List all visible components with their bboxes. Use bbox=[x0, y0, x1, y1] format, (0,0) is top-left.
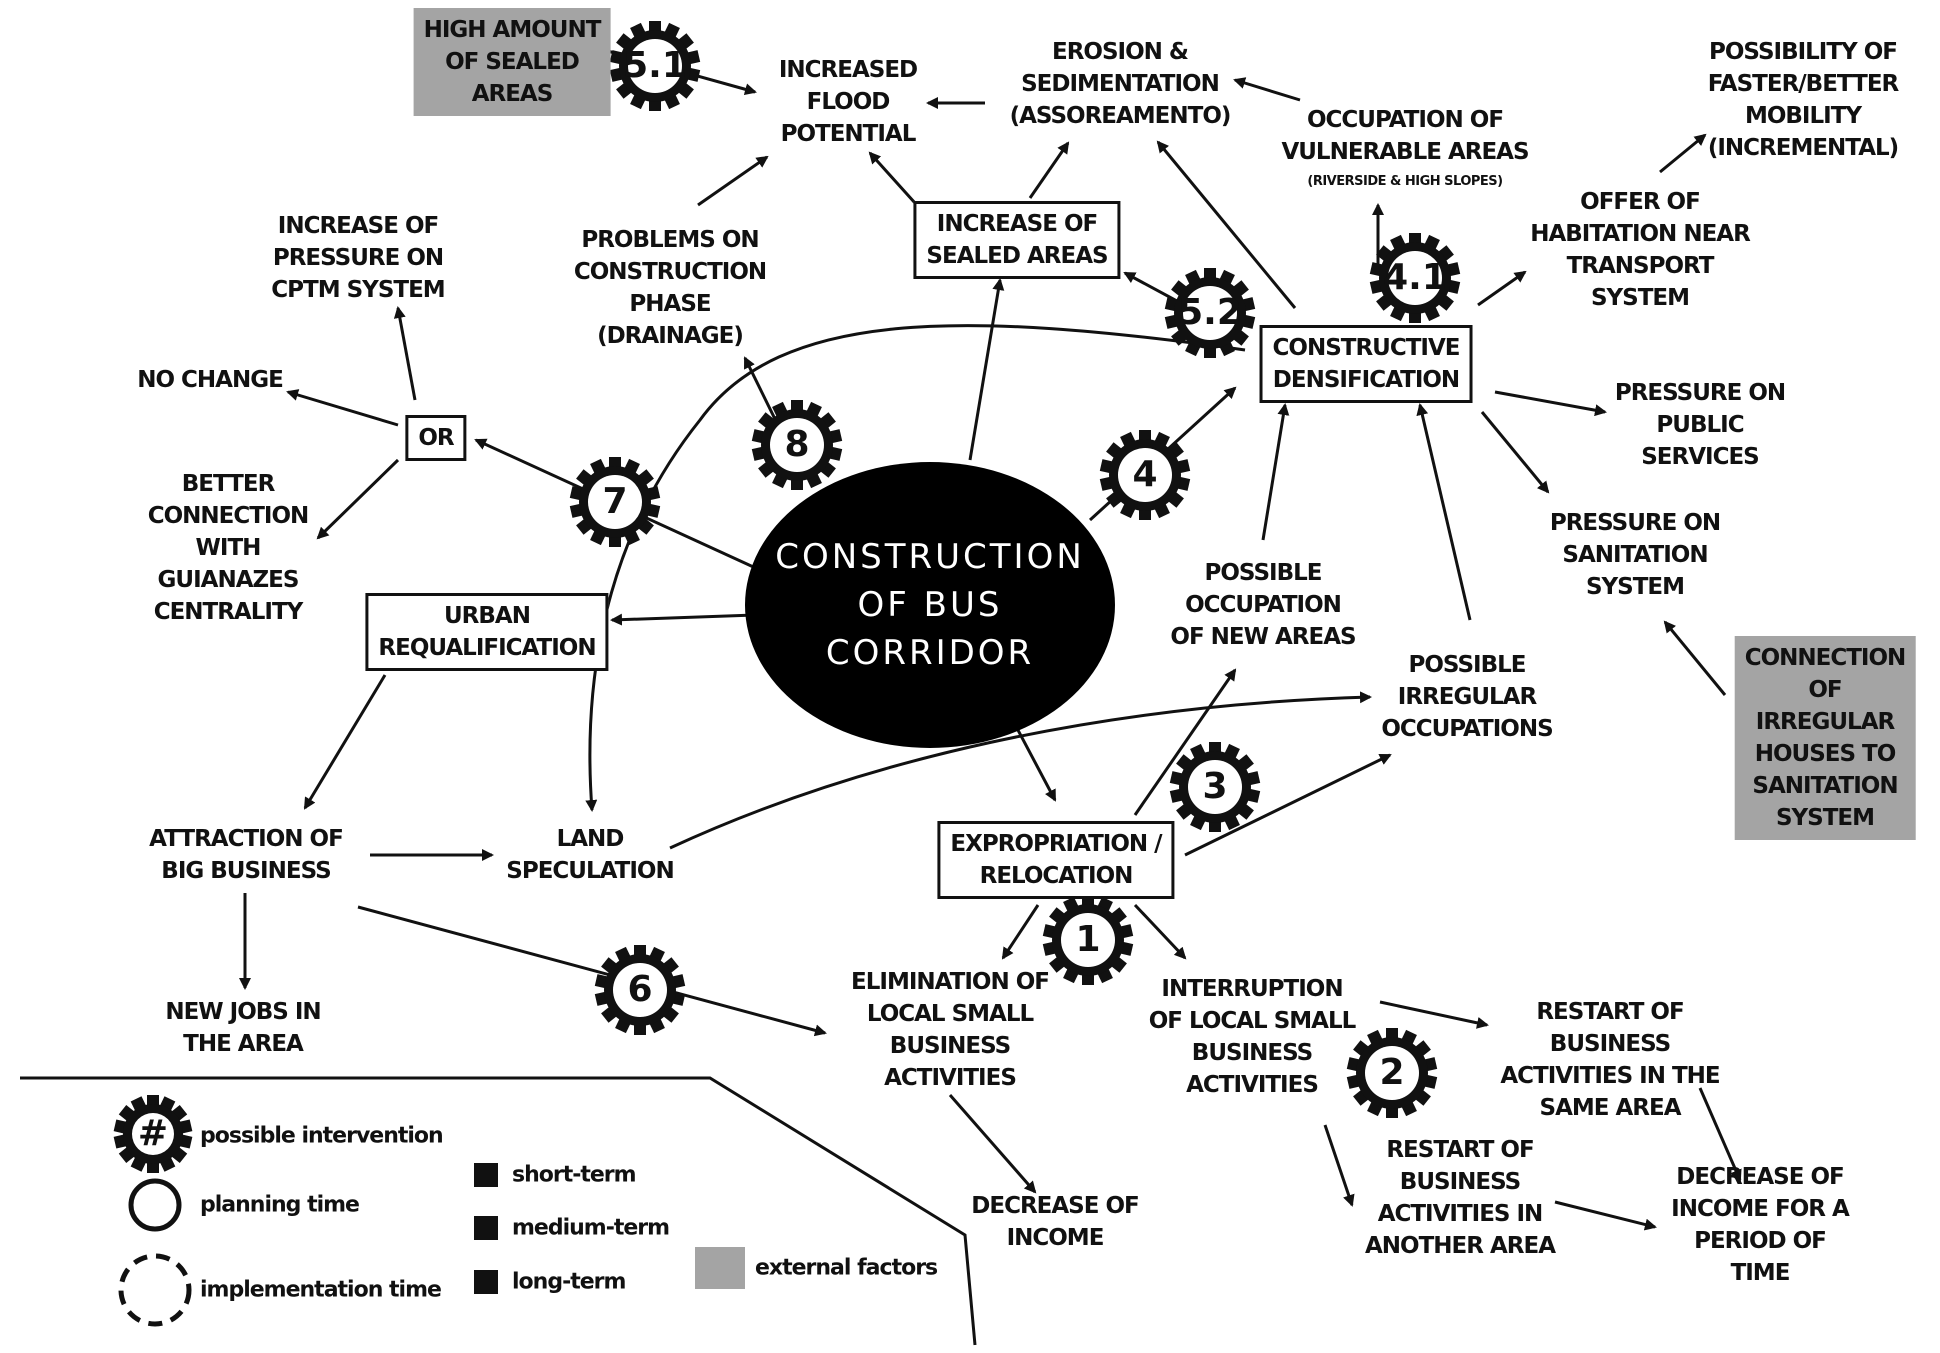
legend-external-factors: external factors bbox=[755, 1255, 938, 1281]
node-offer: OFFER OF HABITATION NEAR TRANSPORT SYSTE… bbox=[1530, 189, 1751, 311]
gear-icon-4 bbox=[1099, 430, 1191, 520]
arrow-irregular-constructive bbox=[1416, 403, 1472, 621]
arrow-attraction-elimination bbox=[357, 905, 827, 1037]
node-inc-sealed: INCREASE OF SEALED AREAS bbox=[913, 201, 1121, 279]
gear-icon-5-2 bbox=[1164, 268, 1256, 358]
arrow-constructive-offer bbox=[1477, 270, 1527, 307]
legend-gear-icon bbox=[113, 1095, 193, 1173]
gear-label-3: 3 bbox=[1202, 766, 1228, 807]
arrow-constructive-sanitation bbox=[1480, 411, 1550, 494]
gear-label-5-1: 5.1 bbox=[623, 45, 687, 86]
node-expropriation: EXPROPRIATION / RELOCATION bbox=[937, 821, 1175, 899]
gear-label-6: 6 bbox=[627, 969, 653, 1010]
node-restart-other: RESTART OF BUSINESS ACTIVITIES IN ANOTHE… bbox=[1365, 1137, 1556, 1259]
arrow-or-nochange bbox=[286, 389, 399, 427]
arrow-expropriation-interruption bbox=[1133, 903, 1187, 960]
gear-icon-4-1 bbox=[1369, 233, 1461, 323]
gear-icon-3 bbox=[1169, 742, 1261, 832]
arrow-interruption-restartother bbox=[1323, 1124, 1355, 1207]
arrow-problems-flood bbox=[697, 155, 769, 207]
arrow-expropriation-elimination bbox=[1001, 904, 1040, 960]
node-attraction: ATTRACTION OF BIG BUSINESS bbox=[149, 826, 344, 884]
arrow-incsealed-erosion bbox=[1028, 141, 1070, 199]
arrow-center-incsealed bbox=[968, 278, 1005, 461]
gear-icon-6 bbox=[594, 945, 686, 1035]
arrow-restartother-decperiod bbox=[1554, 1200, 1657, 1231]
node-irregular: POSSIBLE IRREGULAR OCCUPATIONS bbox=[1381, 652, 1553, 742]
node-land: LAND SPECULATION bbox=[506, 826, 674, 884]
node-constructive: CONSTRUCTIVE DENSIFICATION bbox=[1259, 325, 1473, 403]
arrow-incsealed-flood bbox=[868, 151, 917, 205]
node-or: OR bbox=[405, 415, 467, 461]
center-ellipse bbox=[745, 462, 1115, 748]
arrow-land-irregular bbox=[669, 691, 1372, 850]
arrow-interruption-restartsame bbox=[1379, 1000, 1489, 1029]
node-problems: PROBLEMS ON CONSTRUCTION PHASE (DRAINAGE… bbox=[573, 227, 767, 349]
node-cptm: INCREASE OF PRESSURE ON CPTM SYSTEM bbox=[271, 213, 445, 303]
legend-short-term: short-term bbox=[512, 1162, 637, 1188]
gear-icon-5-1 bbox=[609, 21, 701, 111]
node-connection: CONNECTION OF IRREGULAR HOUSES TO SANITA… bbox=[1734, 636, 1916, 840]
legend-possible-intervention: possible intervention bbox=[200, 1123, 444, 1149]
node-sanitation: PRESSURE ON SANITATION SYSTEM bbox=[1549, 510, 1721, 600]
arrow-vulnerable-erosion bbox=[1233, 77, 1301, 102]
gear-label-4: 4 bbox=[1132, 454, 1158, 495]
gear-icon-7 bbox=[569, 457, 661, 547]
arrow-or-cptm bbox=[393, 306, 417, 401]
legend-frame-line bbox=[20, 1076, 977, 1346]
legend-implementation-time: implementation time bbox=[200, 1277, 442, 1303]
node-better: BETTER CONNECTION WITH GUIANAZES CENTRAL… bbox=[147, 471, 310, 625]
node-no-change: NO CHANGE bbox=[137, 367, 284, 393]
arrow-urban-attraction bbox=[303, 674, 387, 810]
gear-label-8: 8 bbox=[784, 424, 810, 465]
arrow-expropriation-newareas bbox=[1133, 668, 1237, 816]
node-urban: URBAN REQUALIFICATION bbox=[365, 593, 609, 671]
arrow-constructive-public bbox=[1494, 390, 1607, 417]
node-vulnerable-sub: (RIVERSIDE & HIGH SLOPES) bbox=[1307, 174, 1503, 189]
center-label: CONSTRUCTION OF BUS CORRIDOR bbox=[775, 537, 1085, 673]
node-flood: INCREASED FLOOD POTENTIAL bbox=[778, 57, 918, 147]
node-public: PRESSURE ON PUBLIC SERVICES bbox=[1614, 380, 1786, 470]
node-dec-income: DECREASE OF INCOME bbox=[971, 1193, 1139, 1251]
gear-label-5-2: 5.2 bbox=[1178, 292, 1242, 333]
node-vulnerable: OCCUPATION OF VULNERABLE AREAS bbox=[1281, 107, 1529, 165]
gear-icon-8 bbox=[751, 400, 843, 490]
gear-label-7: 7 bbox=[602, 481, 628, 522]
arrow-offer-mobility bbox=[1659, 133, 1707, 174]
gear-label-2: 2 bbox=[1379, 1052, 1405, 1093]
node-interruption: INTERRUPTION OF LOCAL SMALL BUSINESS ACT… bbox=[1148, 976, 1357, 1098]
arrow-elimination-decincome bbox=[948, 1094, 1037, 1194]
arrow-restartsame-decperiod bbox=[1698, 1087, 1742, 1182]
gear-icon-2 bbox=[1346, 1028, 1438, 1118]
gear-label-1: 1 bbox=[1075, 919, 1101, 960]
node-mobility: POSSIBILITY OF FASTER/BETTER MOBILITY (I… bbox=[1707, 39, 1900, 161]
node-high-sealed: HIGH AMOUNT OF SEALED AREAS bbox=[413, 8, 611, 116]
gear-icon-1 bbox=[1042, 895, 1134, 985]
legend-gear-symbol: # bbox=[137, 1113, 169, 1154]
gear-label-4-1: 4.1 bbox=[1383, 257, 1447, 298]
node-dec-income-period: DECREASE OF INCOME FOR A PERIOD OF TIME bbox=[1671, 1164, 1850, 1286]
arrow-or-better bbox=[316, 458, 400, 540]
legend-medium-term: medium-term bbox=[512, 1215, 670, 1241]
node-elimination: ELIMINATION OF LOCAL SMALL BUSINESS ACTI… bbox=[851, 969, 1050, 1091]
arrow-center-urban bbox=[610, 613, 756, 626]
arrow-constructive-erosion bbox=[1156, 140, 1297, 309]
node-erosion: EROSION & SEDIMENTATION (ASSOREAMENTO) bbox=[1009, 39, 1232, 129]
node-new-jobs: NEW JOBS IN THE AREA bbox=[165, 999, 321, 1057]
legend-planning-time: planning time bbox=[200, 1192, 360, 1218]
node-restart-same: RESTART OF BUSINESS ACTIVITIES IN THE SA… bbox=[1500, 999, 1720, 1121]
arrow-newareas-constructive bbox=[1261, 403, 1290, 541]
node-new-areas: POSSIBLE OCCUPATION OF NEW AREAS bbox=[1170, 560, 1356, 650]
arrow-connection-sanitation bbox=[1663, 620, 1727, 696]
arrow-expropriation-irregular bbox=[1184, 753, 1392, 857]
legend-long-term: long-term bbox=[512, 1269, 626, 1295]
